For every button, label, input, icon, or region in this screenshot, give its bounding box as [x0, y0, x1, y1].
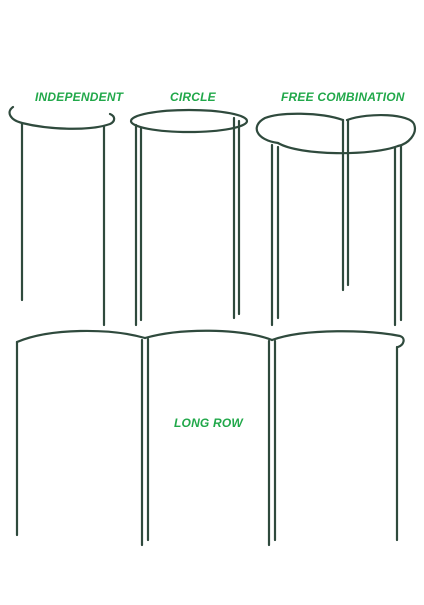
long-row-stakes — [15, 329, 405, 547]
long-row-hoop-2 — [143, 329, 274, 342]
long-row-hoop-1 — [15, 329, 147, 344]
label-circle: CIRCLE — [170, 90, 216, 104]
free-hoop-right — [345, 113, 416, 148]
label-free-combination: FREE COMBINATION — [281, 90, 405, 104]
free-combination-stakes — [255, 112, 416, 327]
circle-stake-pair — [129, 108, 249, 327]
free-hoop-bottom — [276, 141, 400, 155]
long-row-hoop-3 — [270, 330, 405, 349]
label-independent: INDEPENDENT — [35, 90, 124, 104]
independent-hoop — [8, 105, 116, 130]
free-hoop-left — [255, 112, 345, 145]
circle-ring — [129, 108, 249, 134]
label-long-row: LONG ROW — [174, 416, 243, 430]
independent-stake — [8, 105, 116, 327]
